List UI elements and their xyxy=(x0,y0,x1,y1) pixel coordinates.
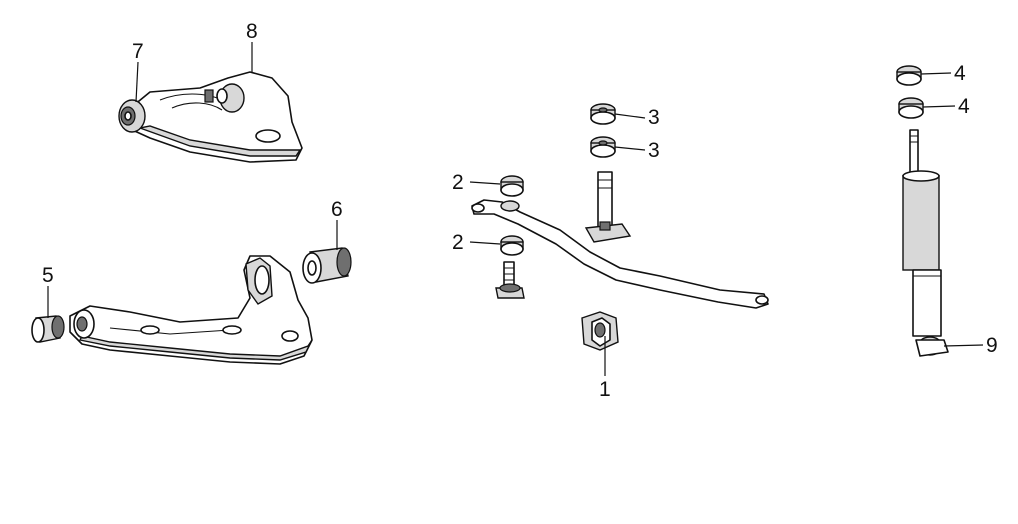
leader-9 xyxy=(943,344,984,347)
stabilizer-link-bracket xyxy=(584,171,632,243)
callout-7: 7 xyxy=(132,40,144,63)
upper-arm-bushing xyxy=(118,99,146,133)
leader-2a xyxy=(469,181,501,185)
callout-6: 6 xyxy=(331,198,343,221)
callout-2b: 2 xyxy=(452,231,464,254)
upper-control-arm xyxy=(127,71,303,163)
callout-3b: 3 xyxy=(648,139,660,162)
callout-5: 5 xyxy=(42,264,54,287)
leader-3a xyxy=(614,113,646,119)
callout-4b: 4 xyxy=(958,95,970,118)
leader-lines xyxy=(47,42,984,376)
callout-1: 1 xyxy=(599,378,611,401)
lower-arm-front-bushing xyxy=(302,247,352,284)
shock-absorber-bushing-top xyxy=(896,65,922,86)
leader-3b xyxy=(614,146,646,151)
callout-4a: 4 xyxy=(954,62,966,85)
stabilizer-bushing-upper xyxy=(500,175,524,197)
lower-control-arm xyxy=(69,255,313,365)
stabilizer-mount-bushing xyxy=(581,311,619,351)
leader-7 xyxy=(135,61,139,103)
stabilizer-bushing-lower xyxy=(500,235,524,256)
leader-4b xyxy=(922,105,956,108)
leader-4a xyxy=(920,72,952,75)
stabilizer-link-bolt xyxy=(495,261,525,299)
leader-2b xyxy=(469,241,501,245)
callout-8: 8 xyxy=(246,20,258,43)
stabilizer-bar xyxy=(471,199,769,309)
callout-labels: 1 2 2 3 3 4 4 5 6 7 8 9 xyxy=(42,20,998,401)
callout-9: 9 xyxy=(986,334,998,357)
link-bushing-upper xyxy=(590,103,616,125)
lower-arm-rear-bushing xyxy=(31,315,65,343)
callout-2a: 2 xyxy=(452,171,464,194)
callout-3a: 3 xyxy=(648,106,660,129)
shock-absorber xyxy=(902,129,949,357)
link-bushing-lower xyxy=(590,136,616,158)
shock-absorber-bushing-bottom xyxy=(898,97,924,119)
stabilizer-bushing-upper-lower xyxy=(500,200,520,212)
